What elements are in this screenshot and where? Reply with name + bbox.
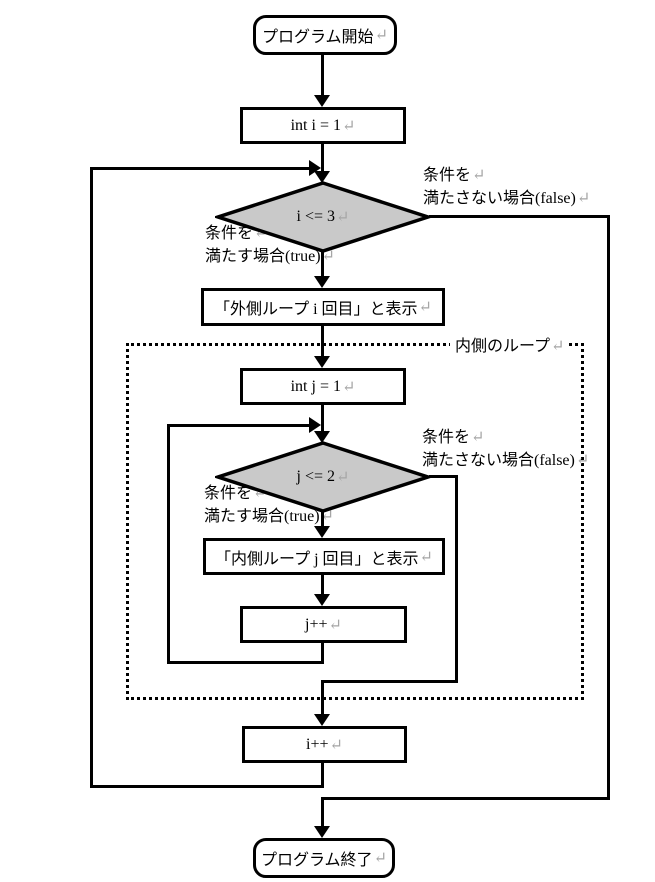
eol-mark: ↵: [373, 850, 387, 867]
connector-falsej-left: [321, 680, 458, 683]
node-cond-i-shape: [215, 181, 431, 253]
connector-loopback-i-bottom: [90, 785, 324, 788]
connector-incrj-down: [321, 643, 324, 664]
connector-to-incri: [321, 680, 324, 715]
connector-to-end: [321, 797, 324, 827]
label-inner-false: 条件を↵ 満たさない場合(false)↵: [422, 429, 590, 469]
eol-mark: ↵: [341, 117, 356, 135]
connector-start-down: [321, 55, 324, 96]
eol-mark: ↵: [471, 429, 485, 446]
decision-diamond-i: [215, 181, 431, 253]
node-end-label: プログラム終了: [261, 852, 373, 869]
eol-mark: ↵: [374, 27, 388, 44]
eol-mark: ↵: [575, 452, 590, 469]
arrowhead-into-printinner: [314, 526, 330, 538]
node-start: プログラム開始↵: [253, 15, 397, 55]
node-cond-j-label: j <= 2↵: [296, 468, 350, 486]
connector-printinner-down: [321, 575, 324, 595]
connector-loopback-i-up: [90, 167, 93, 788]
arrowhead-loopback-j: [309, 417, 321, 433]
node-init-i: int i = 1↵: [240, 107, 406, 144]
node-print-outer-label: 「外側ループ i 回目」と表示: [214, 301, 418, 318]
node-init-j-label: int j = 1: [290, 377, 341, 395]
connector-loopback-i-top: [90, 167, 309, 170]
eol-mark: ↵: [419, 548, 433, 566]
eol-mark: ↵: [341, 378, 356, 396]
eol-mark: ↵: [418, 299, 432, 316]
connector-loopback-j-bottom: [167, 661, 324, 664]
eol-mark: ↵: [576, 190, 591, 207]
node-init-j: int j = 1↵: [240, 368, 406, 405]
connector-printouter-down: [321, 326, 324, 357]
connector-initj-down: [321, 405, 324, 432]
connector-falsei-down: [607, 215, 610, 800]
arrowhead-into-end: [314, 826, 330, 838]
eol-mark: ↵: [336, 209, 350, 226]
node-cond-j-shape: [215, 441, 431, 513]
node-start-label: プログラム開始: [262, 29, 374, 46]
node-incr-j: j++↵: [240, 606, 407, 643]
node-print-outer: 「外側ループ i 回目」と表示↵: [201, 288, 445, 326]
arrowhead-into-incrj: [314, 594, 330, 606]
label-outer-false: 条件を↵ 満たさない場合(false)↵: [423, 167, 591, 207]
connector-initi-down: [321, 144, 324, 172]
connector-falsei-right: [429, 215, 610, 218]
connector-falsej-down: [455, 475, 458, 683]
decision-diamond-j: [215, 441, 431, 513]
eol-mark: ↵: [472, 167, 486, 184]
arrowhead-into-incri: [314, 714, 330, 726]
arrowhead-into-condj: [314, 431, 330, 443]
arrowhead-into-printouter: [314, 276, 330, 288]
arrowhead-loopback-i: [309, 160, 321, 176]
node-incr-i: i++↵: [242, 726, 407, 763]
eol-mark: ↵: [336, 469, 350, 486]
connector-incri-down: [321, 763, 324, 788]
eol-mark: ↵: [328, 616, 342, 634]
connector-loopback-j-up: [167, 424, 170, 664]
node-print-inner: 「内側ループ j 回目」と表示↵: [203, 538, 445, 575]
node-incr-j-label: j++: [305, 615, 328, 633]
eol-mark: ↵: [329, 736, 343, 754]
arrowhead-into-initj: [314, 356, 330, 368]
connector-condj-true-down: [321, 511, 324, 527]
connector-falsej-right: [429, 475, 458, 478]
node-cond-i-label: i <= 3↵: [296, 208, 350, 226]
node-end: プログラム終了↵: [253, 838, 395, 878]
connector-loopback-j-top: [167, 424, 309, 427]
inner-loop-group-label: 内側のループ↵: [450, 332, 570, 356]
connector-falsei-left: [321, 797, 610, 800]
node-incr-i-label: i++: [306, 735, 329, 753]
node-print-inner-label: 「内側ループ j 回目」と表示: [215, 550, 419, 568]
connector-condi-true-down: [321, 251, 324, 277]
eol-mark: ↵: [321, 248, 335, 265]
inner-loop-group-box: [126, 343, 584, 700]
eol-mark: ↵: [551, 338, 565, 355]
node-init-i-label: int i = 1: [290, 116, 341, 134]
arrowhead-into-initi: [314, 95, 330, 107]
